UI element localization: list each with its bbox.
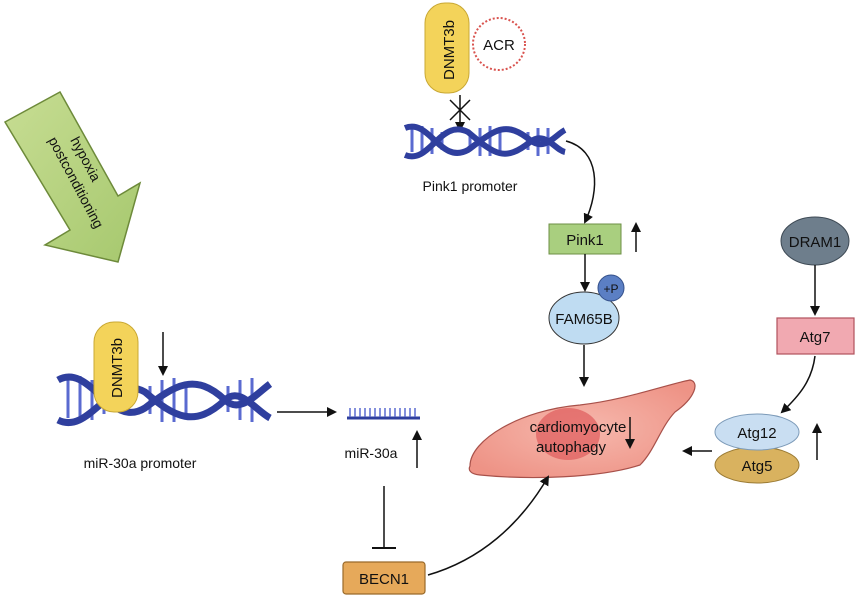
arrow-becn1-to-cell xyxy=(427,475,550,576)
mir30a-strand xyxy=(347,408,420,420)
mir30a-label: miR-30a xyxy=(345,445,398,461)
hypoxia-arrow: hypoxia postconditioning xyxy=(3,90,142,263)
atg5-label: Atg5 xyxy=(742,458,773,475)
fam65b-oval xyxy=(548,291,620,345)
cardiomyocyte-cell xyxy=(468,379,696,479)
dnmt3b-top-capsule xyxy=(424,2,470,94)
fam65b-label: FAM65B xyxy=(555,311,613,328)
pink1-label: Pink1 xyxy=(566,232,604,249)
phospho-label: +P xyxy=(603,282,618,296)
inhibition-mir30a-becn1 xyxy=(372,486,396,549)
dnmt3b-top-label: DNMT3b xyxy=(441,20,458,80)
blocked-arrow xyxy=(449,95,471,132)
phospho-circle xyxy=(597,274,625,302)
becn1-label: BECN1 xyxy=(359,571,409,588)
dram1-label: DRAM1 xyxy=(789,234,842,251)
atg7-label: Atg7 xyxy=(800,329,831,346)
dna-helix-pink1 xyxy=(403,123,567,160)
cell-label-line1: cardiomyocyte xyxy=(530,419,627,436)
mir30a-promoter-label: miR-30a promoter xyxy=(84,455,197,471)
dnmt3b-left-capsule xyxy=(93,321,139,413)
cell-nucleus xyxy=(536,408,600,460)
atg12-oval xyxy=(714,413,800,451)
becn1-box xyxy=(342,561,426,595)
atg7-box xyxy=(776,317,855,355)
cell-label-line2: autophagy xyxy=(536,439,607,456)
arrow-atg7-to-atg12 xyxy=(780,355,816,414)
arrow-promoter-to-pink1 xyxy=(565,140,596,224)
dna-helix-mir30a xyxy=(56,373,273,426)
dnmt3b-left-label: DNMT3b xyxy=(109,338,126,398)
pink1-promoter-label: Pink1 promoter xyxy=(423,178,518,194)
dnmt3b-top-group: DNMT3b ACR xyxy=(424,2,526,94)
acr-circle xyxy=(472,17,526,71)
acr-label: ACR xyxy=(483,37,515,54)
atg12-label: Atg12 xyxy=(737,425,776,442)
